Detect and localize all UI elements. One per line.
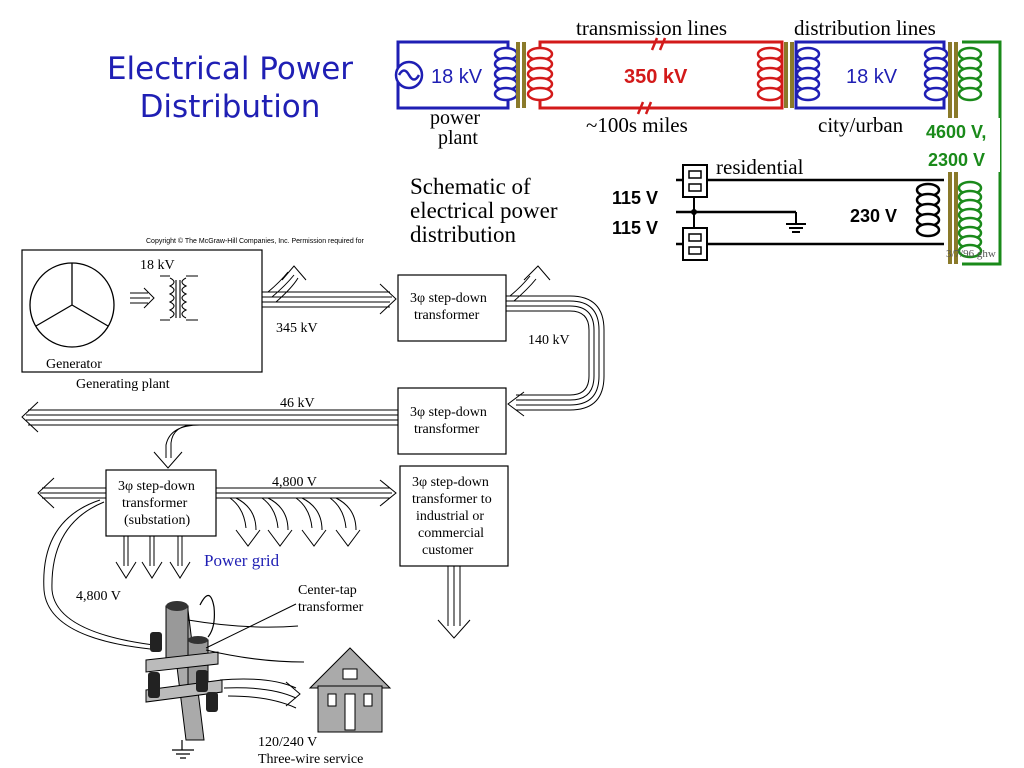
voltage-bottom: 115 V bbox=[612, 218, 658, 238]
coil-turn bbox=[493, 86, 519, 102]
distribution-coil-left bbox=[795, 46, 821, 102]
voltage-46: 46 kV bbox=[280, 396, 315, 411]
coil-turn bbox=[915, 222, 941, 238]
utility-pole-icon bbox=[145, 594, 223, 759]
distribution-figure: Copyright © The McGraw-Hill Companies, I… bbox=[21, 237, 605, 767]
industrial-box bbox=[399, 465, 509, 567]
box3-line-1: 3φ step-down bbox=[118, 479, 195, 494]
step-down-box-2 bbox=[397, 387, 507, 455]
box1-line-2: transformer bbox=[414, 308, 480, 323]
core-1b bbox=[522, 42, 526, 108]
gen-voltage: 18 kV bbox=[140, 258, 175, 273]
sine-wave-icon bbox=[397, 69, 421, 81]
substation-box bbox=[105, 469, 217, 537]
center-tap-line-2: transformer bbox=[298, 600, 364, 615]
transmission-coil-right bbox=[756, 46, 784, 102]
voltage-140: 140 kV bbox=[528, 333, 570, 348]
box4-line-2: transformer to bbox=[412, 492, 492, 507]
transmission-coil-left bbox=[526, 46, 554, 102]
green-coil-top bbox=[957, 46, 983, 102]
schematic-title-3: distribution bbox=[410, 222, 517, 247]
coil-turn bbox=[795, 86, 821, 102]
core-2 bbox=[784, 42, 788, 108]
break-mark-bottom bbox=[636, 101, 653, 115]
transmission-distance: ~100s miles bbox=[586, 113, 688, 137]
coil-turn bbox=[957, 243, 983, 259]
title-line-2: Distribution bbox=[139, 89, 321, 125]
box4-line-3: industrial or bbox=[416, 509, 484, 524]
box3-line-3: (substation) bbox=[124, 513, 190, 528]
schematic-title-1: Schematic of bbox=[410, 174, 531, 199]
service-line-1: 120/240 V bbox=[258, 735, 317, 750]
coil-turn bbox=[756, 86, 784, 102]
copyright-notice: Copyright © The McGraw-Hill Companies, I… bbox=[146, 237, 364, 245]
voltage-345: 345 kV bbox=[276, 321, 318, 336]
schematic: 18 kV power plant 350 kV transmission li… bbox=[394, 16, 1002, 266]
distribution-voltage: 18 kV bbox=[846, 66, 898, 88]
plant-label-2: plant bbox=[438, 127, 478, 149]
box2-line-1: 3φ step-down bbox=[410, 405, 487, 420]
core-1 bbox=[516, 42, 520, 108]
box2-line-2: transformer bbox=[414, 422, 480, 437]
distribution-header: distribution lines bbox=[794, 16, 936, 40]
box4-line-4: commercial bbox=[418, 526, 484, 541]
break-mark-top bbox=[650, 37, 667, 51]
line-4800v bbox=[37, 477, 397, 651]
plant-coil bbox=[493, 46, 519, 102]
gen-arrow bbox=[130, 287, 155, 309]
green-voltage-2: 2300 V bbox=[928, 150, 985, 170]
center-tap-pointer bbox=[205, 603, 297, 649]
voltage-top: 115 V bbox=[612, 188, 658, 208]
voltage-4800-top: 4,800 V bbox=[272, 475, 317, 490]
outlet-top-icon bbox=[682, 164, 708, 198]
generator-label: Generator bbox=[46, 357, 102, 372]
plant-voltage: 18 kV bbox=[431, 66, 483, 88]
black-coil bbox=[915, 182, 941, 238]
coil-turn bbox=[957, 86, 983, 102]
green-coil-bottom bbox=[957, 180, 983, 259]
industrial-down-arrow bbox=[437, 566, 471, 639]
center-tap-line-1: Center-tap bbox=[298, 583, 357, 598]
voltage-4800-left: 4,800 V bbox=[76, 589, 121, 604]
plant-label-1: power bbox=[430, 107, 480, 129]
distribution-coil-right bbox=[923, 46, 949, 102]
credit: 3/7/96 ghw bbox=[946, 248, 996, 260]
line-46kv bbox=[21, 401, 398, 469]
gen-transformer-icon bbox=[160, 275, 198, 321]
service-wires bbox=[187, 619, 305, 709]
line-140kv bbox=[506, 265, 605, 417]
transmission-voltage: 350 kV bbox=[624, 66, 688, 88]
green-voltage-1: 4600 V, bbox=[926, 122, 986, 142]
ground-icon bbox=[786, 212, 806, 233]
power-grid-label: Power grid bbox=[204, 551, 280, 570]
coil-turn bbox=[526, 86, 554, 102]
service-line-2: Three-wire service bbox=[258, 752, 363, 767]
house-icon bbox=[308, 647, 392, 733]
coil-turn bbox=[923, 86, 949, 102]
residential-label: residential bbox=[716, 155, 804, 179]
page-title: Electrical Power Distribution bbox=[90, 50, 370, 126]
line-345kv bbox=[262, 265, 397, 315]
plant-caption: Generating plant bbox=[76, 377, 170, 392]
box3-line-2: transformer bbox=[122, 496, 188, 511]
transmission-header: transmission lines bbox=[576, 16, 727, 40]
city-label: city/urban bbox=[818, 113, 904, 137]
box4-line-1: 3φ step-down bbox=[412, 475, 489, 490]
title-line-1: Electrical Power bbox=[106, 51, 354, 87]
voltage-230: 230 V bbox=[850, 206, 897, 226]
box4-line-5: customer bbox=[422, 543, 474, 558]
core-2b bbox=[790, 42, 794, 108]
box1-line-1: 3φ step-down bbox=[410, 291, 487, 306]
schematic-title-2: electrical power bbox=[410, 198, 558, 223]
outlet-bottom-icon bbox=[682, 227, 708, 261]
step-down-box-1 bbox=[397, 274, 507, 342]
